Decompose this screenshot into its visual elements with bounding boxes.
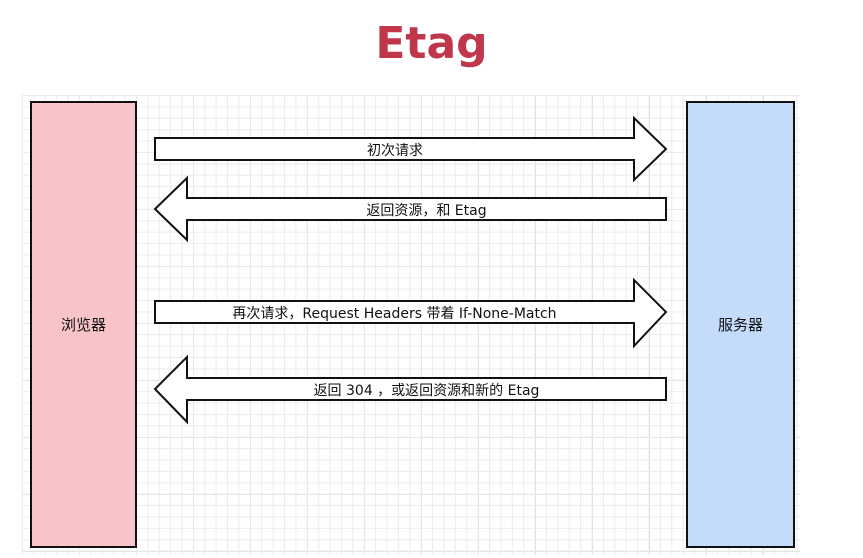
grid-background: [22, 95, 800, 555]
browser-node: 浏览器: [30, 101, 137, 548]
arrow-label-return-304: 返回 304 ，或返回资源和新的 Etag: [313, 383, 540, 399]
diagram-title: Etag: [375, 18, 488, 69]
arrow-conditional-request: [154, 277, 668, 349]
arrow-return-304: [153, 354, 667, 425]
arrow-return-resource-etag: [153, 175, 667, 243]
arrow-label-initial-request: 初次请求: [367, 143, 423, 159]
arrow-label-conditional-request: 再次请求，Request Headers 带着 If-None-Match: [232, 306, 557, 322]
browser-label: 浏览器: [60, 316, 106, 334]
arrow-label-return-resource-etag: 返回资源，和 Etag: [366, 203, 487, 219]
arrow-initial-request: [154, 115, 668, 183]
server-node: 服务器: [686, 101, 795, 548]
server-label: 服务器: [717, 316, 763, 334]
